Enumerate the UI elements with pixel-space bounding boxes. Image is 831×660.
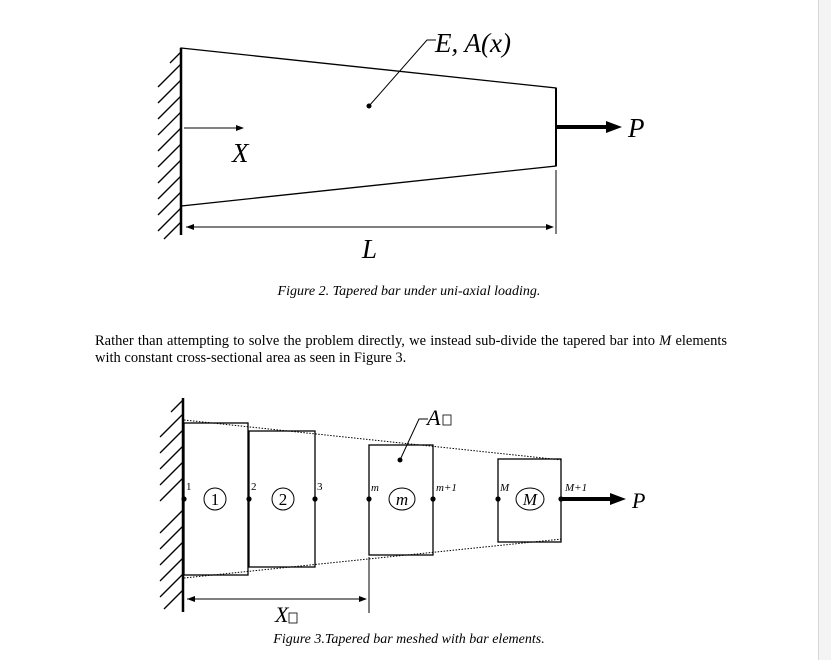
element-2-circle <box>271 487 295 511</box>
node-label-2: 2 <box>251 481 257 493</box>
taper-outline-bottom <box>183 538 563 579</box>
figure-3-caption: Figure 3.Tapered bar meshed with bar ele… <box>273 632 545 647</box>
load-label: P <box>627 113 645 143</box>
element-M-label: M <box>522 490 538 509</box>
material-leader <box>368 39 436 107</box>
x-axis-label: X <box>231 138 250 168</box>
node-label-m: m <box>371 482 379 494</box>
taper-outline-top <box>183 419 563 461</box>
element-m-label: m <box>396 490 408 509</box>
x-label: X <box>274 602 290 627</box>
element-1-circle <box>203 487 227 511</box>
area-leader <box>399 418 428 461</box>
load-arrow-head <box>606 121 622 133</box>
load-label: P <box>631 488 645 513</box>
scrollbar[interactable] <box>818 0 831 660</box>
node-label-M: M <box>499 482 510 494</box>
element-M-circle <box>515 487 545 511</box>
load-arrow-head <box>610 493 626 505</box>
node-markers <box>181 496 564 502</box>
body-paragraph: Rather than attempting to solve the prob… <box>95 333 727 366</box>
element-m-circle <box>388 487 416 511</box>
wall-hatching <box>159 399 184 610</box>
length-label: L <box>361 234 377 264</box>
node-label-m-plus-1: m+1 <box>436 482 457 494</box>
node-label-1: 1 <box>186 481 192 493</box>
element-1-label: 1 <box>211 490 220 509</box>
node-label-3: 3 <box>317 481 323 493</box>
missing-glyph-icon <box>288 612 298 624</box>
figure-2-caption: Figure 2. Tapered bar under uni-axial lo… <box>277 284 541 299</box>
element-2-label: 2 <box>279 490 288 509</box>
figure-2-tapered-bar: E, A(x) P X L <box>157 28 645 264</box>
wall-hatching <box>157 51 182 240</box>
missing-glyph-icon <box>442 414 452 426</box>
area-label: A <box>425 405 441 430</box>
node-label-M-plus-1: M+1 <box>564 482 587 494</box>
material-label: E, A(x) <box>434 28 511 58</box>
